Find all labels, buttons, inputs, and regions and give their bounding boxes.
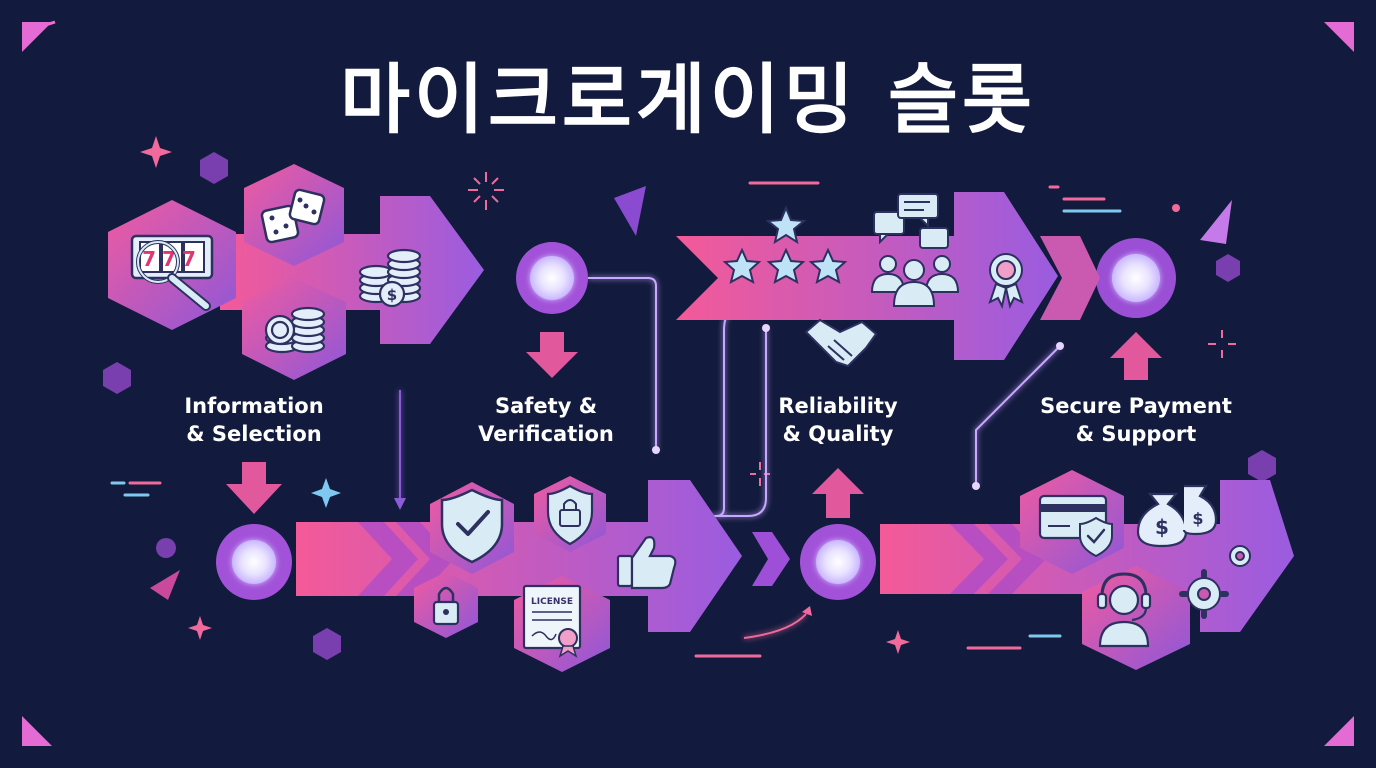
- community-chat-icon: [870, 193, 960, 307]
- slot-machine-icon: 777: [130, 234, 214, 280]
- dice-icon: [260, 188, 326, 244]
- arrow-up-secure: [1110, 332, 1162, 380]
- credit-card-shield-icon: [1038, 494, 1113, 558]
- slot-digits: 777: [142, 247, 202, 271]
- arrow-down-safety: [526, 332, 578, 378]
- chevron-connector: [1040, 236, 1100, 320]
- gears-icon: [1179, 545, 1251, 619]
- connector-arrowhead: [394, 498, 406, 510]
- money-bags-icon: $ $: [1136, 484, 1218, 548]
- page-title: 마이크로게이밍 슬롯: [340, 55, 1036, 144]
- step-label-line1: Information: [184, 394, 324, 418]
- step-label-line1: Reliability: [778, 394, 898, 418]
- arrow-reliability: [676, 192, 1058, 360]
- frame-decoration: [18, 20, 1358, 748]
- step-label-line2: Verification: [478, 422, 614, 446]
- lock-badge-icon: [546, 484, 594, 546]
- svg-text:$: $: [1192, 509, 1203, 528]
- node-reliability: [800, 524, 876, 600]
- step-label-line2: & Support: [1075, 422, 1197, 446]
- stars-rating-icon: [722, 205, 848, 284]
- magnifier-icon: [136, 240, 211, 311]
- support-agent-icon: [1096, 572, 1152, 648]
- thumbs-up-icon: [616, 536, 677, 590]
- svg-text:$: $: [1155, 515, 1169, 539]
- svg-text:$: $: [387, 286, 397, 304]
- step-label-line2: & Selection: [186, 422, 322, 446]
- step-label-reliability: Reliability & Quality: [738, 392, 938, 448]
- node-secure: [1096, 238, 1176, 318]
- step-label-information: Information & Selection: [148, 392, 360, 448]
- license-certificate-icon: LICENSE: [522, 584, 582, 658]
- arrow-down-info: [226, 462, 282, 514]
- band-chevrons: [358, 522, 454, 596]
- decorative-shapes: [103, 136, 1276, 660]
- node-safety: [516, 242, 588, 314]
- small-chevron: [752, 532, 790, 586]
- shield-check-icon: [440, 488, 504, 564]
- step-label-safety: Safety & Verification: [446, 392, 646, 448]
- frame-corner-triangles: [22, 22, 1354, 746]
- coins-dollar-icon: $: [358, 248, 422, 308]
- step-label-line2: & Quality: [782, 422, 894, 446]
- band-chevrons-right: [950, 524, 1046, 594]
- node-information: [216, 524, 292, 600]
- handshake-icon: [804, 318, 878, 368]
- step-label-line1: Secure Payment: [1040, 394, 1232, 418]
- arrow-up-reliability: [812, 468, 864, 518]
- license-label: LICENSE: [531, 597, 573, 607]
- coin-stack-icon: [264, 306, 326, 354]
- step-label-line1: Safety &: [494, 394, 598, 418]
- step-label-payment: Secure Payment & Support: [1020, 392, 1252, 448]
- lock-icon: [432, 586, 460, 626]
- award-badge-icon: [988, 253, 1024, 309]
- connector-arrowhead-small: [802, 606, 812, 616]
